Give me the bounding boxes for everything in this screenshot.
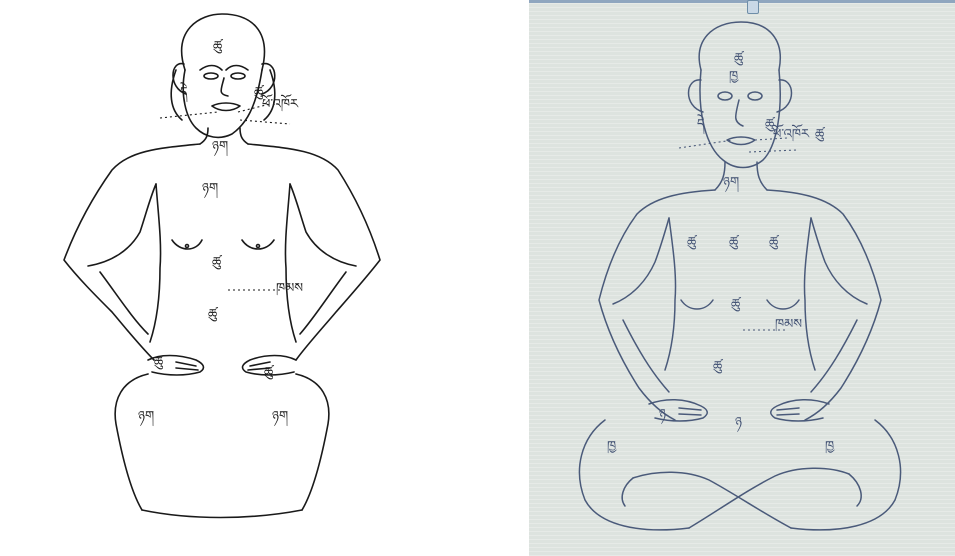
label-neck: ཉག <box>212 140 228 153</box>
drawing-panel-left: ཚུ དེ ཚུ ཉག ཕོ་འཁོར ཉག ཚུ ཁམས ཚུ ཚུ ཚུ ཉ… <box>0 0 521 556</box>
label-hand-right: ཚུ <box>264 366 273 379</box>
label-chest-right: ཚུ <box>769 236 778 249</box>
label-knee-right: ཁྱ <box>825 440 834 453</box>
label-hand-right: ཉ <box>735 416 742 429</box>
label-cheek-left: དེ <box>180 86 188 99</box>
label-jaw-note: ཕོ་འཁོར <box>773 128 809 141</box>
figure-drawing-left <box>0 0 521 556</box>
label-jaw-note: ཕོ་འཁོར <box>262 98 298 111</box>
label-knee-right: ཉག <box>272 410 288 423</box>
label-shoulder-right: ཚུ <box>815 128 824 141</box>
label-forehead: ཚུ <box>213 40 222 53</box>
label-belly: ཚུ <box>212 256 221 269</box>
drawing-panel-right: ཚུ ཁྱ དེ ཚུ ཕོ་འཁོར ཚུ ཉག ཚུ ཚུ ཚུ ཚུ ཁམ… <box>529 0 955 556</box>
label-side-note: ཁམས <box>775 318 802 331</box>
label-cheek-left: དེ <box>697 118 705 131</box>
label-navel: ཚུ <box>208 308 217 321</box>
label-neck: ཉག <box>723 176 739 189</box>
label-navel: ཚུ <box>713 360 722 373</box>
label-brow: ཁྱ <box>729 70 738 83</box>
figure-drawing-right <box>529 0 955 556</box>
label-knee-left: ཁྱ <box>607 440 616 453</box>
label-hand-left: ཉ <box>659 408 666 421</box>
label-chest-left: ཚུ <box>687 236 696 249</box>
label-hand-left: ཚུ <box>154 356 163 369</box>
label-forehead: ཚུ <box>734 52 743 65</box>
label-side-note: ཁམས <box>276 282 303 295</box>
label-chest: ཉག <box>202 182 218 195</box>
label-belly: ཚུ <box>731 298 740 311</box>
label-knee-left: ཉག <box>138 410 154 423</box>
label-chest-middle: ཚུ <box>729 236 738 249</box>
